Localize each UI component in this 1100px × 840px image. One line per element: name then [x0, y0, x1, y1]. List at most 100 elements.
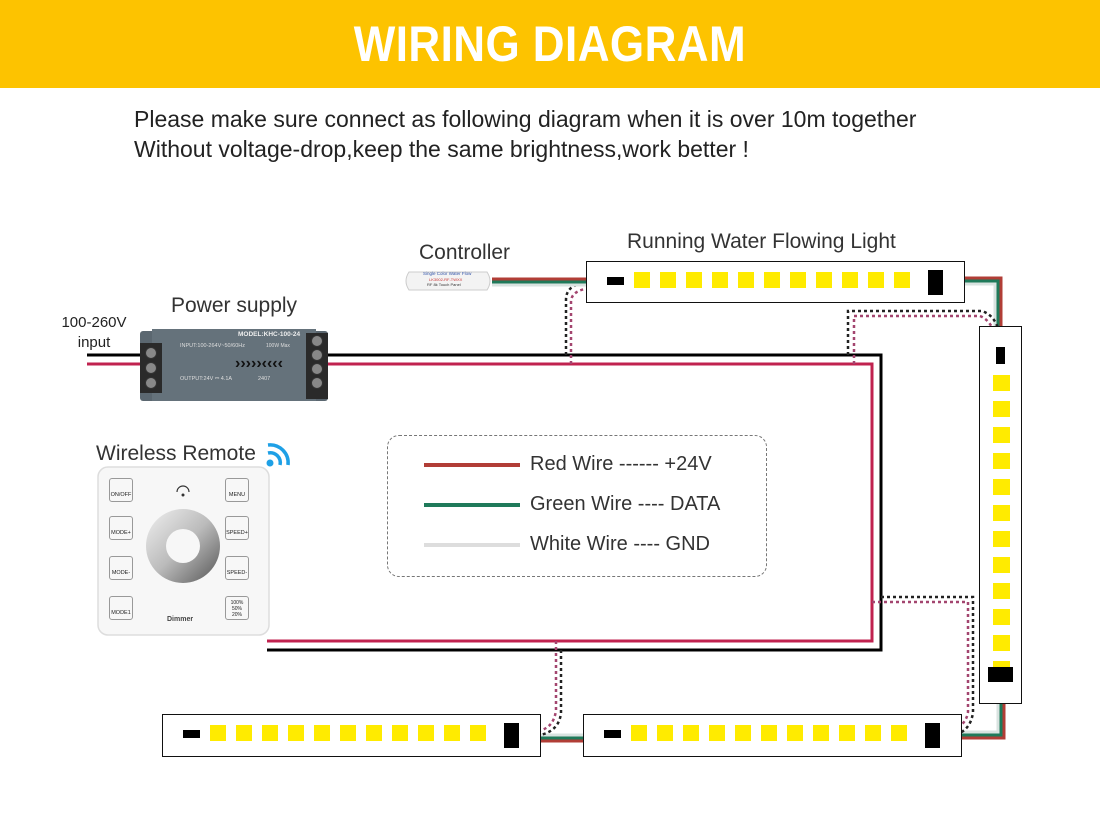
- legend-label-red: Red Wire ------ +24V: [530, 453, 712, 475]
- led-strip-vertical: [979, 326, 1022, 704]
- led-chip: [894, 272, 910, 288]
- led-chip: [709, 725, 725, 741]
- legend-item-green: Green Wire ---- DATA: [424, 493, 720, 516]
- led-chip: [366, 725, 382, 741]
- legend-swatch-red: [424, 462, 520, 467]
- led-chip: [993, 635, 1010, 651]
- link-vertical-to-br-red: [960, 702, 1006, 740]
- led-chip: [993, 609, 1010, 625]
- controller-device: Single Color Water Flow LK3002-RF-TWXX R…: [403, 268, 493, 294]
- power-positive-main: [267, 362, 874, 643]
- led-chip: [842, 272, 858, 288]
- controller-label: Controller: [419, 241, 511, 264]
- link-vertical-to-br-white: [960, 702, 1000, 734]
- feeder-top-strip-black: [564, 282, 581, 355]
- strip-connector-pad: [607, 277, 624, 285]
- feeder-top-strip-red: [569, 287, 586, 364]
- remote-button-speed-plus[interactable]: SPEED+: [225, 516, 249, 540]
- led-chip: [868, 272, 884, 288]
- led-chip: [993, 427, 1010, 443]
- controller-text-1: Single Color Water Flow: [423, 271, 472, 276]
- link-top-to-vertical-green: [962, 279, 1000, 333]
- led-chip: [813, 725, 829, 741]
- led-chip: [683, 725, 699, 741]
- strip-end-cap: [925, 723, 940, 748]
- feeder-br-red: [872, 600, 970, 733]
- psu-output-spec: OUTPUT:24V ⎓ 4.1A: [180, 376, 233, 382]
- led-chip: [993, 557, 1010, 573]
- led-chip: [816, 272, 832, 288]
- wifi-signal-icon: [266, 443, 290, 467]
- strip-connector-pad: [183, 730, 200, 738]
- led-chip: [993, 479, 1010, 495]
- power-supply-illustration: ›››››‹‹‹‹: [140, 329, 328, 401]
- led-chip: [236, 725, 252, 741]
- led-chip: [761, 725, 777, 741]
- psu-max-power: 100W Max: [266, 343, 290, 349]
- power-supply-label: Power supply: [171, 294, 298, 317]
- wireless-remote: ON/OFF MODE+ MODE- MODE1 MENU SPEED+ SPE…: [97, 466, 270, 636]
- input-voltage-label: 100-260V input: [52, 313, 136, 353]
- legend-swatch-green: [424, 502, 520, 507]
- feeder-bl-black: [539, 650, 563, 737]
- strip-end-cap: [504, 723, 519, 748]
- led-chip: [660, 272, 676, 288]
- led-chip: [340, 725, 356, 741]
- led-chip: [993, 531, 1010, 547]
- led-chip: [314, 725, 330, 741]
- strip-end-cap: [928, 270, 943, 295]
- power-negative-main: [267, 353, 883, 652]
- feeder-vertical-top-black: [846, 309, 1001, 355]
- led-chip: [444, 725, 460, 741]
- strip-title-label: Running Water Flowing Light: [627, 230, 896, 253]
- remote-button-mode1[interactable]: MODE1: [109, 596, 133, 620]
- controller-text-3: RF 8k Touch Panel: [427, 282, 461, 287]
- controller-text-2: LK3002-RF-TWXX: [429, 277, 463, 282]
- led-chip: [210, 725, 226, 741]
- link-vertical-to-br-green: [960, 702, 1003, 737]
- led-chip: [657, 725, 673, 741]
- psu-model: MODEL:KHC-100-24: [238, 331, 301, 338]
- led-strip-bottom-right: [583, 714, 962, 757]
- strip-connector-pad: [996, 347, 1005, 364]
- header-banner: WIRING DIAGRAM: [0, 0, 1100, 88]
- led-chip: [993, 583, 1010, 599]
- led-chip: [993, 375, 1010, 391]
- led-chip: [712, 272, 728, 288]
- remote-dimmer-label: Dimmer: [167, 616, 194, 623]
- led-chip: [686, 272, 702, 288]
- psu-code: 2407: [258, 376, 271, 382]
- wireless-remote-label: Wireless Remote: [96, 442, 256, 466]
- remote-button-brightness[interactable]: 100% 50% 20%: [225, 596, 249, 620]
- led-chip: [993, 401, 1010, 417]
- psu-input-spec: INPUT:100-264V~50/60Hz: [180, 343, 245, 349]
- remote-button-mode-plus[interactable]: MODE+: [109, 516, 133, 540]
- legend-label-white: White Wire ---- GND: [530, 533, 710, 555]
- led-chip: [392, 725, 408, 741]
- remote-button-onoff[interactable]: ON/OFF: [109, 478, 133, 502]
- wire-legend: Red Wire ------ +24V Green Wire ---- DAT…: [387, 435, 767, 577]
- remote-button-mode-minus[interactable]: MODE-: [109, 556, 133, 580]
- intro-line-2: Without voltage-drop,keep the same brigh…: [134, 136, 749, 162]
- led-chip: [735, 725, 751, 741]
- remote-button-menu[interactable]: MENU: [225, 478, 249, 502]
- led-chip: [891, 725, 907, 741]
- wireless-remote-text: Wireless Remote: [96, 442, 256, 465]
- led-chip: [993, 505, 1010, 521]
- led-chip: [631, 725, 647, 741]
- link-top-to-vertical-red: [962, 276, 1003, 333]
- remote-button-speed-minus[interactable]: SPEED-: [225, 556, 249, 580]
- controller-illustration: [405, 271, 491, 291]
- led-chip: [865, 725, 881, 741]
- strip-connector-pad: [604, 730, 621, 738]
- led-chip: [418, 725, 434, 741]
- legend-item-red: Red Wire ------ +24V: [424, 453, 712, 476]
- legend-swatch-white: [424, 542, 520, 547]
- power-supply-unit: ›››››‹‹‹‹ MODEL:KHC-100-24 INPUT:100-264…: [140, 323, 328, 405]
- led-chip: [790, 272, 806, 288]
- link-top-to-vertical-white: [962, 282, 997, 333]
- legend-label-green: Green Wire ---- DATA: [530, 493, 721, 515]
- feeder-vertical-top-red: [852, 314, 997, 364]
- svg-text:›››››‹‹‹‹: ›››››‹‹‹‹: [235, 355, 283, 372]
